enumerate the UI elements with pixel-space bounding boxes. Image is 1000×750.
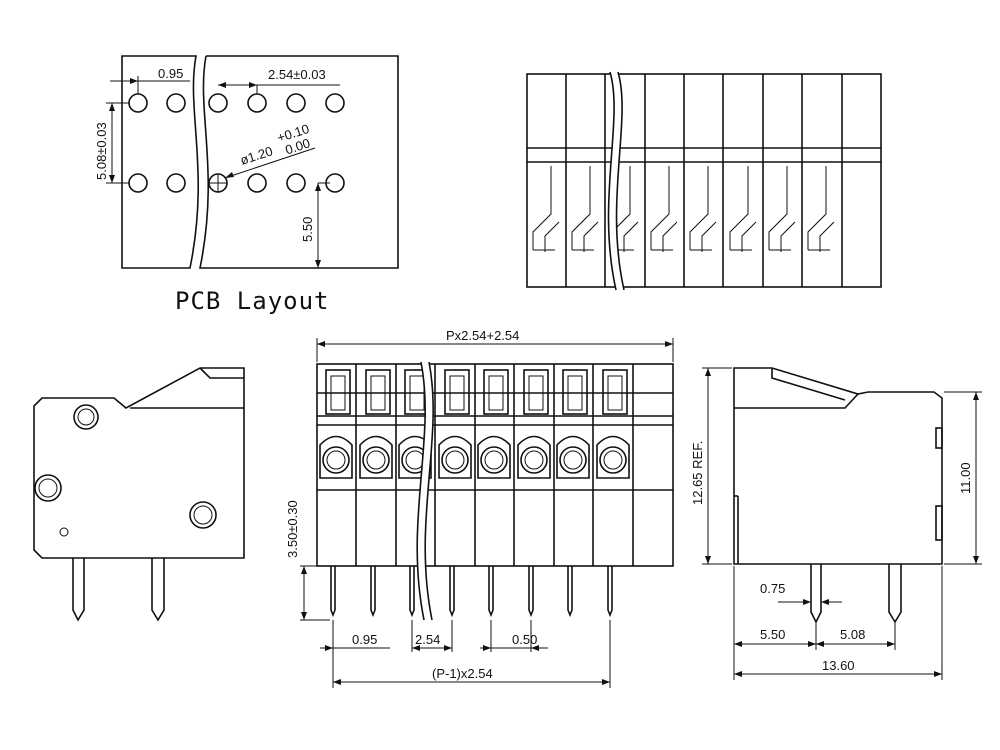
pcb-layout-view: 0.95 2.54±0.03 5.08±0.03 ø1.20 +0.10 0.0… <box>94 55 399 315</box>
front-height-label: 3.50±0.30 <box>285 500 300 558</box>
side-front-to-pin-label: 5.50 <box>760 627 785 642</box>
front-view: Px2.54+2.54 3.50±0.30 0.95 2.54 0.50 (P-… <box>285 328 674 688</box>
top-view <box>526 71 882 291</box>
pcb-pitch-label: 2.54±0.03 <box>268 67 326 82</box>
right-side-view: 12.65 REF. 11.00 0.75 5.50 5.08 13.60 <box>690 367 982 680</box>
side-depth-label: 13.60 <box>822 658 855 673</box>
front-pin-span-label: (P-1)x2.54 <box>432 666 493 681</box>
pcb-layout-title: PCB Layout <box>175 287 330 315</box>
front-pitch-label: 2.54 <box>415 632 440 647</box>
front-wire-entries <box>319 435 630 479</box>
front-lever-slots <box>325 369 628 415</box>
front-pin-offset-label: 0.95 <box>352 632 377 647</box>
pcb-holes <box>128 93 345 193</box>
side-pin-thickness-label: 0.75 <box>760 581 785 596</box>
top-view-levers <box>532 166 835 252</box>
side-pin-spacing-label: 5.08 <box>840 627 865 642</box>
hole-diameter-label: ø1.20 <box>238 143 274 168</box>
left-side-view <box>33 367 245 622</box>
hole-tolerance-lower: 0.00 <box>283 135 312 157</box>
front-overall-width-label: Px2.54+2.54 <box>446 328 519 343</box>
front-pins <box>330 566 613 618</box>
pcb-offset-label: 0.95 <box>158 66 183 81</box>
side-ref-height-label: 12.65 REF. <box>690 441 705 505</box>
pcb-edge-distance-label: 5.50 <box>300 217 315 242</box>
front-pin-width-label: 0.50 <box>512 632 537 647</box>
side-body-height-label: 11.00 <box>958 462 973 494</box>
pcb-row-spacing-label: 5.08±0.03 <box>94 122 109 180</box>
